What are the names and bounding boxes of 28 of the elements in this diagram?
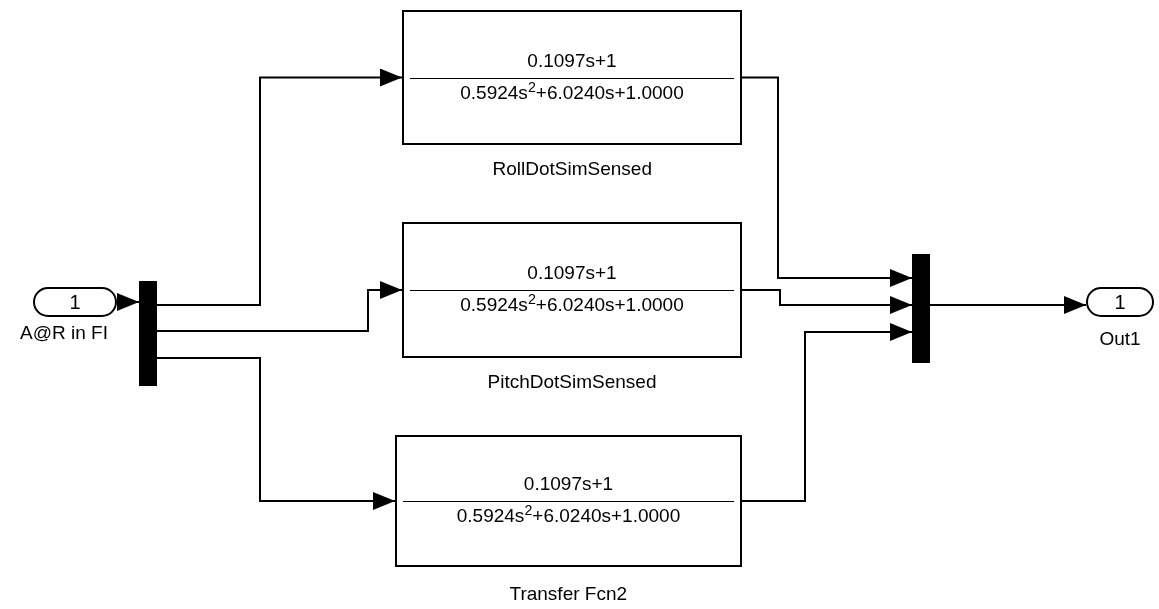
block-label: Transfer Fcn2 [509, 583, 628, 605]
signal-arrow [741, 289, 913, 314]
signal-arrow [156, 357, 396, 510]
signal-arrow [741, 323, 913, 502]
signal-arrow [116, 293, 140, 311]
numerator: 0.1097s+1 [522, 473, 615, 495]
transfer-function-block [402, 10, 742, 145]
port-number: 1 [69, 290, 81, 314]
block-label: PitchDotSimSensed [487, 371, 657, 393]
port-number: 1 [1114, 290, 1126, 314]
block-label: A@R in FI [20, 322, 108, 344]
signal-arrow [929, 296, 1087, 314]
denominator: 0.5924s$^{2}$+6.0240s+1.0000 [459, 294, 685, 316]
transfer-function-block [402, 222, 742, 358]
signal-arrow [156, 68, 403, 306]
outport-block [1086, 287, 1154, 317]
mux-bar [912, 254, 930, 363]
demux-bar [139, 281, 157, 386]
block-label: Out1 [1099, 328, 1141, 350]
block-label: RollDotSimSensed [492, 158, 652, 180]
inport-block [33, 287, 117, 317]
numerator: 0.1097s+1 [526, 262, 618, 284]
numerator: 0.1097s+1 [526, 50, 618, 72]
signal-arrow [156, 281, 403, 332]
transfer-function-block [395, 435, 742, 567]
signal-arrow [741, 76, 913, 287]
denominator: 0.5924s$^{2}$+6.0240s+1.0000 [459, 82, 685, 104]
denominator: 0.5924s$^{2}$+6.0240s+1.0000 [455, 505, 682, 527]
